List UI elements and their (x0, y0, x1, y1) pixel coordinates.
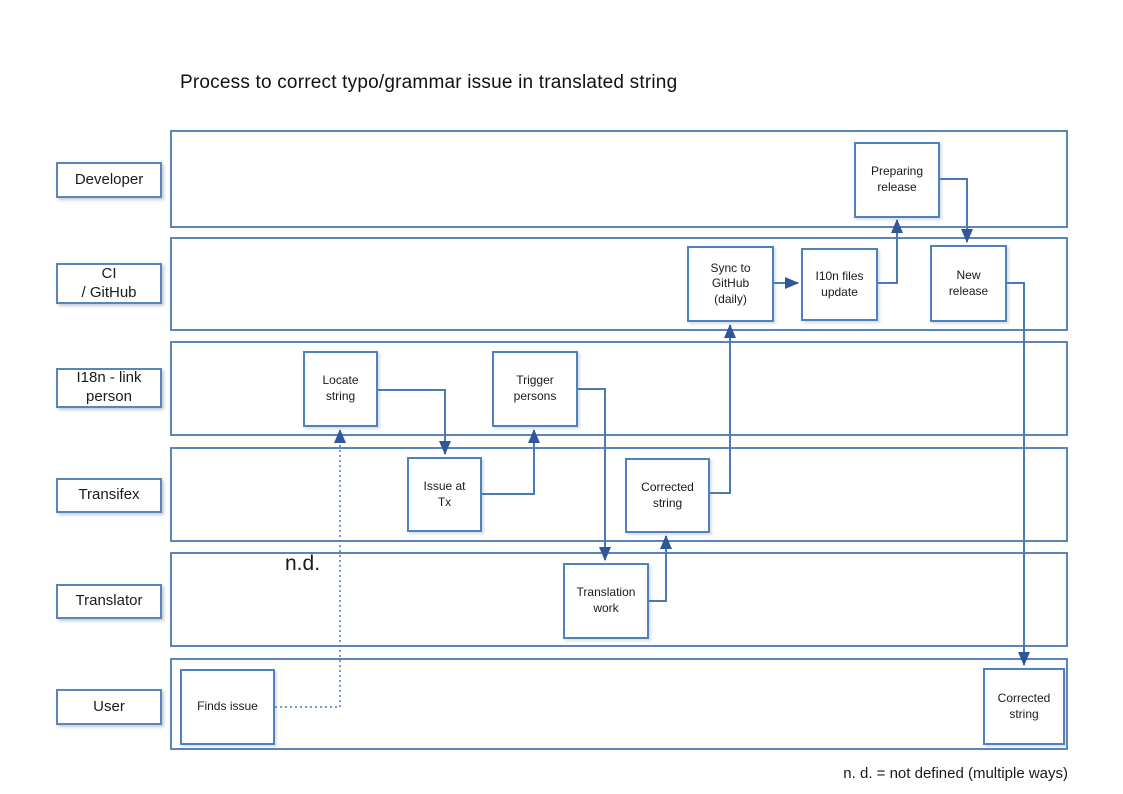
lane-label-translator: Translator (56, 584, 162, 619)
footnote: n. d. = not defined (multiple ways) (843, 765, 1068, 782)
nd-annotation: n.d. (285, 552, 321, 575)
lane-ci-github (170, 237, 1068, 331)
lane-label-i18n-link-person: I18n - link person (56, 368, 162, 408)
lane-developer (170, 130, 1068, 228)
node-l10n-files-update: I10n files update (801, 248, 878, 321)
lane-label-user: User (56, 689, 162, 725)
lane-transifex (170, 447, 1068, 542)
node-translation-work: Translation work (563, 563, 649, 639)
node-issue-at-tx: Issue at Tx (407, 457, 482, 532)
node-sync-to-github: Sync to GitHub (daily) (687, 246, 774, 322)
lane-i18n-link-person (170, 341, 1068, 436)
node-new-release: New release (930, 245, 1007, 322)
node-preparing-release: Preparing release (854, 142, 940, 218)
lane-label-transifex: Transifex (56, 478, 162, 513)
lane-label-ci-github: CI / GitHub (56, 263, 162, 304)
node-corrected-string-transifex: Corrected string (625, 458, 710, 533)
node-corrected-string-user: Corrected string (983, 668, 1065, 745)
lane-translator (170, 552, 1068, 647)
diagram-title: Process to correct typo/grammar issue in… (180, 72, 678, 93)
lane-label-developer: Developer (56, 162, 162, 198)
lane-user (170, 658, 1068, 750)
node-locate-string: Locate string (303, 351, 378, 427)
node-finds-issue: Finds issue (180, 669, 275, 745)
node-trigger-persons: Trigger persons (492, 351, 578, 427)
